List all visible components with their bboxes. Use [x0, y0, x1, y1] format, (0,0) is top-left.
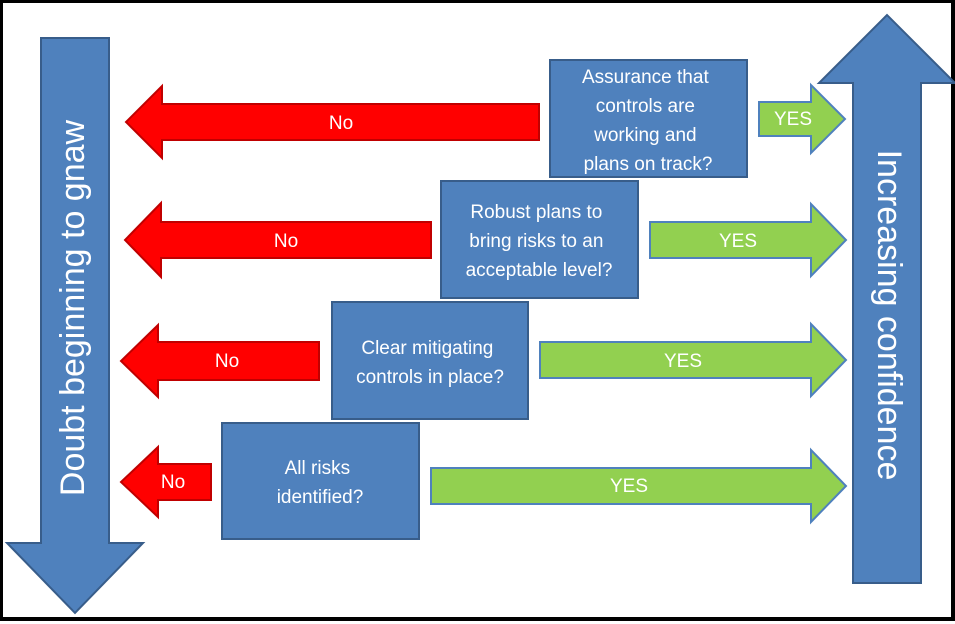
yes-label-1: YES [774, 109, 812, 130]
doubt-arrow-label: Doubt beginning to gnaw [54, 119, 92, 496]
no-label-2: No [274, 231, 298, 252]
question-4-line: identified? [277, 487, 364, 508]
question-2-line: bring risks to an [469, 231, 603, 252]
confidence-arrow-label: Increasing confidence [870, 150, 908, 481]
question-2-line: acceptable level? [466, 260, 613, 281]
question-box-2 [440, 180, 639, 299]
doubt-arrow [4, 37, 146, 615]
question-3-line: Clear mitigating [361, 338, 493, 359]
question-text-1: Assurance that controls are working and … [582, 67, 714, 175]
no-label-4: No [161, 472, 185, 493]
yes-label-2: YES [719, 231, 757, 252]
yes-arrow-1 [758, 82, 847, 156]
question-2-line: Robust plans to [470, 202, 602, 223]
question-box-1 [549, 59, 748, 178]
question-1-line: plans on track? [584, 154, 713, 175]
question-text-4: All risks identified? [277, 458, 364, 508]
question-4-line: All risks [285, 458, 350, 479]
yes-arrow-2 [649, 201, 848, 279]
yes-label-3: YES [664, 351, 702, 372]
question-text-2: Robust plans to bring risks to an accept… [466, 202, 613, 281]
no-label-1: No [329, 113, 353, 134]
question-box-4 [221, 422, 420, 540]
no-arrow-1 [124, 83, 540, 161]
confidence-arrow [816, 13, 955, 584]
no-arrow-3 [119, 322, 320, 400]
question-box-3 [331, 301, 529, 420]
question-text-3: Clear mitigating controls in place? [356, 338, 504, 388]
question-1-line: controls are [596, 96, 695, 117]
yes-arrow-3 [539, 321, 848, 399]
question-1-line: Assurance that [582, 67, 709, 88]
yes-arrow-4 [430, 447, 848, 525]
confidence-flow-diagram: Doubt beginning to gnaw Increasing confi… [4, 13, 955, 615]
no-label-3: No [215, 351, 239, 372]
no-arrow-4 [119, 444, 212, 520]
question-3-line: controls in place? [356, 367, 504, 388]
no-arrow-2 [123, 200, 432, 280]
yes-label-4: YES [610, 476, 648, 497]
question-1-line: working and [593, 125, 696, 146]
